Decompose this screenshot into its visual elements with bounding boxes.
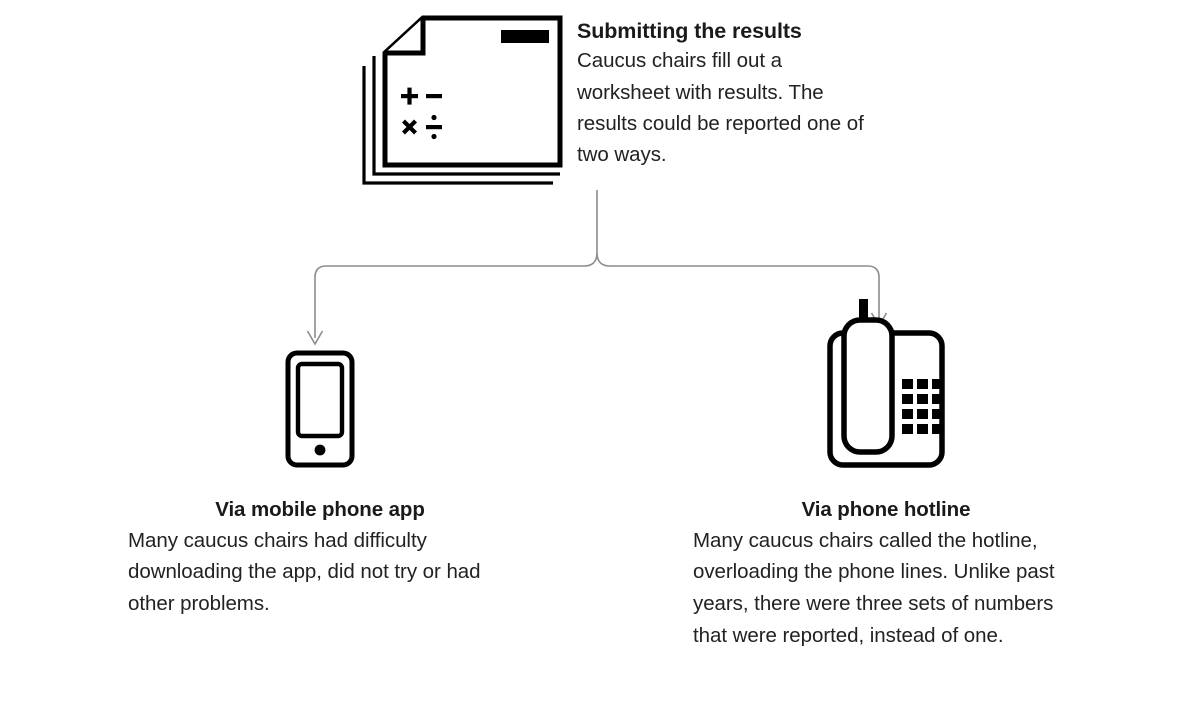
flow-arrow-left-head [306, 330, 324, 346]
mobile-phone-icon [285, 350, 355, 468]
top-step-title: Submitting the results [577, 19, 802, 43]
branch-line-left [314, 252, 598, 338]
branch-mobile-app-icon-wrap [120, 348, 520, 468]
branch-phone-hotline-body: Many caucus chairs called the hotline, o… [693, 528, 1055, 647]
landline-phone-icon [827, 299, 945, 468]
branch-mobile-app-caption: Via mobile phone app [215, 498, 425, 521]
branch-phone-hotline-caption: Via phone hotline [801, 498, 971, 521]
branch-mobile-app: Via mobile phone app Many caucus chairs … [120, 348, 520, 620]
branch-mobile-app-body: Many caucus chairs had difficulty downlo… [128, 528, 481, 616]
branch-phone-hotline-icon-wrap [686, 299, 1086, 468]
top-step: Submitting the results Caucus chairs fil… [360, 12, 877, 187]
top-step-body: Caucus chairs fill out a worksheet with … [577, 49, 864, 167]
branch-phone-hotline: Via phone hotline Many caucus chairs cal… [686, 299, 1086, 652]
top-step-text: Submitting the results Caucus chairs fil… [577, 12, 877, 171]
worksheet-document-icon [362, 15, 563, 185]
